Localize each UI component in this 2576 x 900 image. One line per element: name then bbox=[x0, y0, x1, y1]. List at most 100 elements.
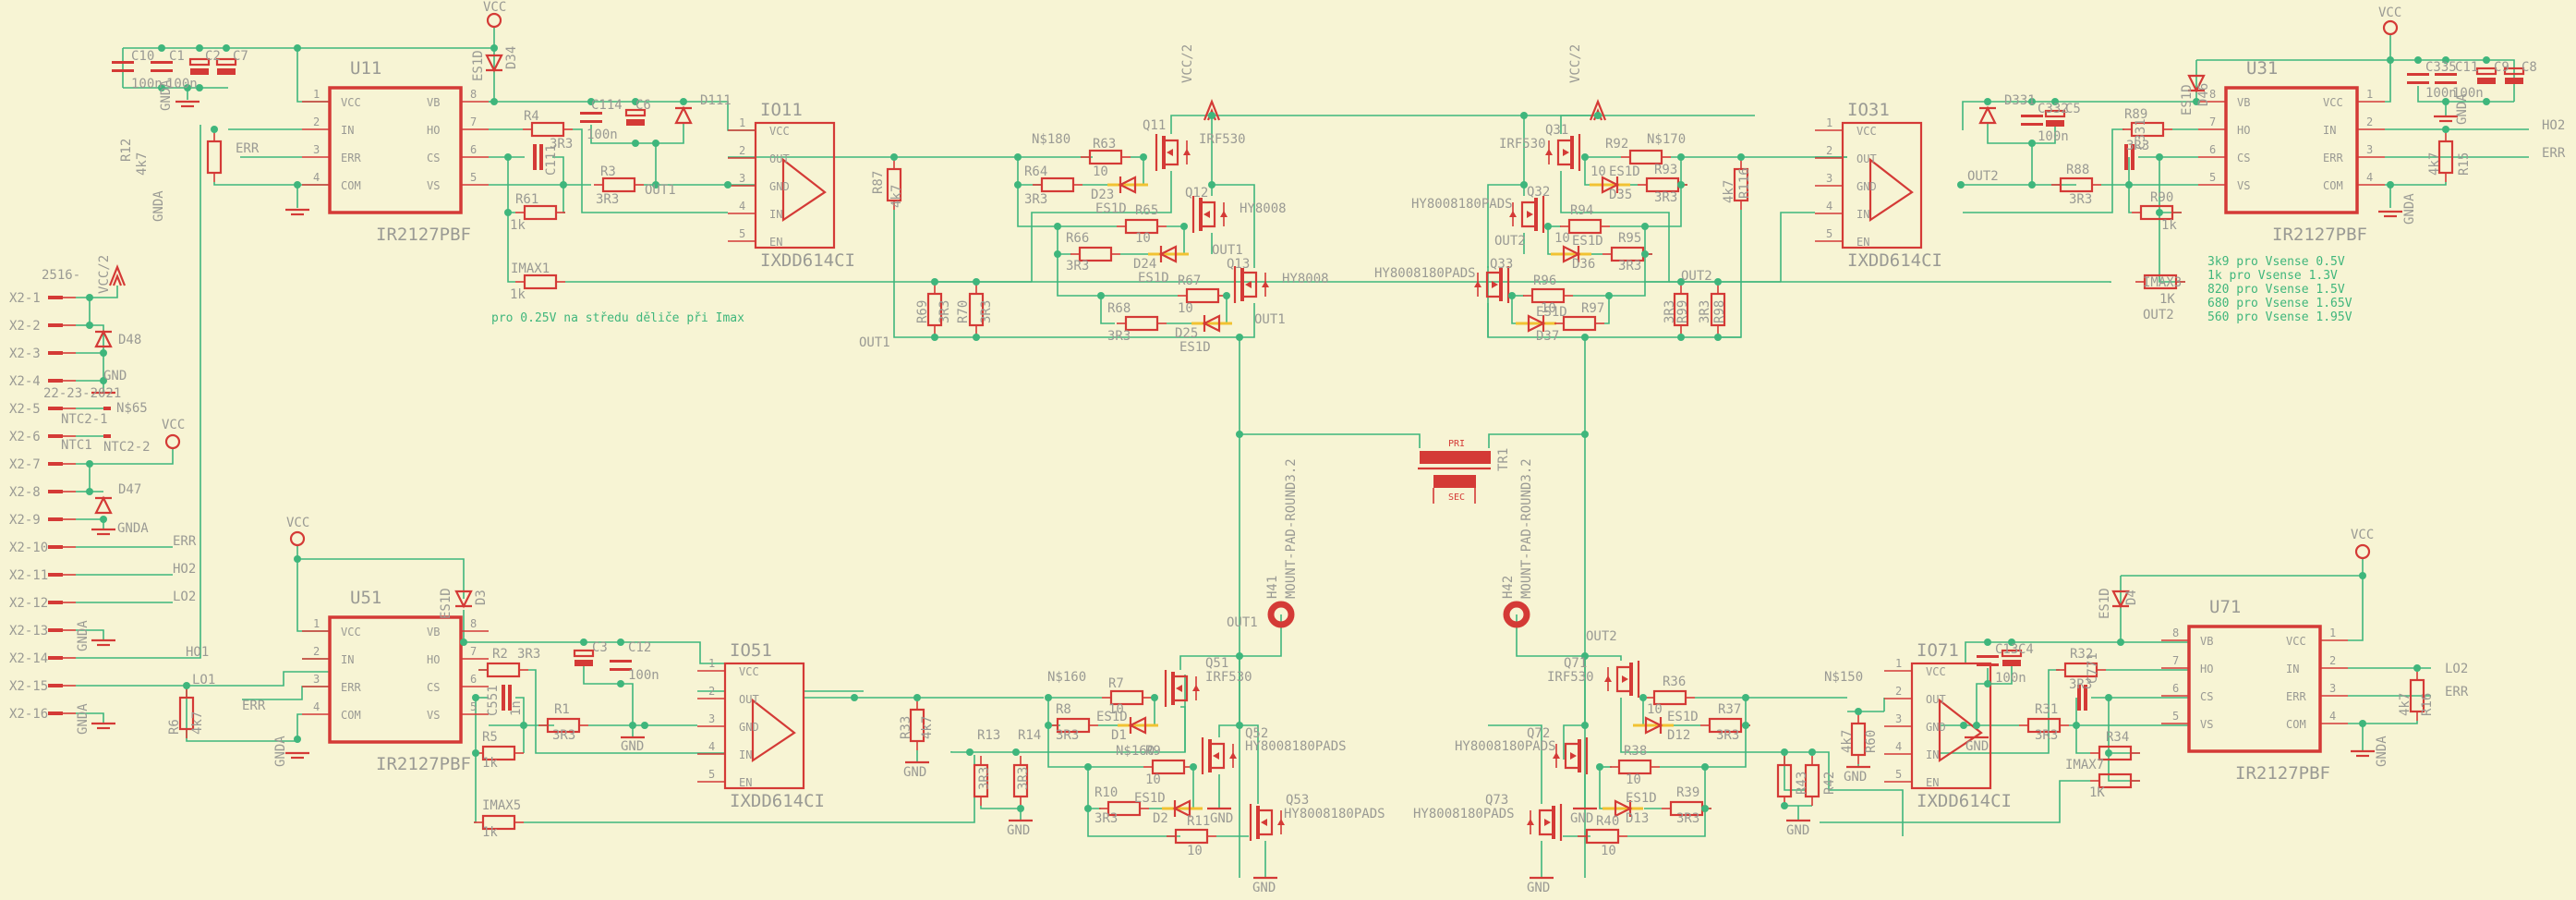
pin-name: IN bbox=[341, 653, 354, 666]
electrolytic-cap-icon bbox=[2503, 67, 2525, 76]
label-r11: R11 bbox=[1187, 814, 1210, 829]
junction-dot bbox=[587, 98, 595, 105]
label-q11v: IRF530 bbox=[1199, 132, 1246, 147]
mosfet-icon bbox=[1499, 268, 1503, 301]
label-q71: Q71 bbox=[1564, 656, 1587, 671]
gate-driver-IO11 bbox=[754, 121, 836, 249]
label-r61v: 1k bbox=[510, 218, 526, 233]
pin-number: 6 bbox=[470, 673, 477, 686]
label-c12: C12 bbox=[628, 640, 651, 655]
pin-name: GND bbox=[1856, 180, 1877, 193]
pin-name: CS bbox=[2200, 690, 2213, 703]
label-err-u51: ERR bbox=[242, 699, 266, 713]
label-imax3v: 1K bbox=[2159, 292, 2175, 307]
pin-number: 8 bbox=[470, 617, 477, 630]
connector-pin-label: X2-11 bbox=[9, 568, 48, 583]
junction-dot bbox=[1223, 292, 1230, 299]
junction-dot bbox=[617, 639, 624, 646]
electrolytic-cap-icon bbox=[2002, 660, 2021, 666]
label-c7: C7 bbox=[233, 49, 248, 64]
pin-name: IN bbox=[2323, 124, 2336, 137]
wire bbox=[2128, 185, 2132, 213]
wire bbox=[242, 686, 330, 700]
resistor-icon bbox=[523, 274, 558, 290]
label-imax5v: 1k bbox=[482, 825, 498, 840]
wire bbox=[1627, 809, 1706, 837]
label-r10v: 3R3 bbox=[1094, 811, 1118, 826]
junction-dot bbox=[931, 278, 938, 286]
label-r61: R61 bbox=[515, 192, 538, 207]
wire bbox=[1516, 614, 1585, 657]
label-q73: Q73 bbox=[1485, 793, 1508, 808]
wire bbox=[213, 182, 330, 186]
junction-dot bbox=[158, 84, 165, 91]
junction-dot bbox=[100, 516, 107, 523]
pin-name: CS bbox=[427, 681, 440, 694]
wire bbox=[474, 753, 477, 823]
connector-pin-label: X2-12 bbox=[9, 596, 48, 611]
junction-dot bbox=[1520, 112, 1528, 119]
wire bbox=[2108, 753, 2140, 782]
junction-dot bbox=[1581, 153, 1589, 161]
vcc-half-supply-icon bbox=[1589, 99, 1607, 121]
pin-number: 5 bbox=[470, 171, 477, 184]
mosfet-icon bbox=[1258, 809, 1274, 836]
junction-dot bbox=[472, 694, 479, 701]
capacitor-icon bbox=[2077, 685, 2081, 711]
diode-icon bbox=[94, 495, 113, 515]
label-out1-b: OUT1 bbox=[859, 335, 890, 350]
diode-icon bbox=[1128, 716, 1147, 735]
wire bbox=[76, 352, 104, 382]
pin-number: 2 bbox=[313, 116, 320, 128]
capacitor-icon bbox=[2021, 115, 2043, 117]
connector-pin-label: X2-2 bbox=[9, 319, 41, 334]
junction-dot bbox=[504, 209, 512, 216]
junction-dot bbox=[2193, 98, 2200, 105]
junction-dot bbox=[1677, 181, 1685, 189]
label-imax7: IMAX7 bbox=[2065, 758, 2104, 772]
diode-icon bbox=[94, 329, 113, 348]
wire bbox=[528, 669, 725, 754]
label-gnda-u51: GNDA bbox=[273, 736, 288, 767]
pin-name: IN bbox=[739, 748, 752, 761]
label-r90v: 1k bbox=[2161, 218, 2177, 233]
junction-dot bbox=[1544, 223, 1552, 230]
junction-dot bbox=[632, 98, 639, 105]
pin-number: 1 bbox=[708, 657, 715, 670]
label-n1: NTC1 bbox=[61, 438, 92, 453]
junction-dot bbox=[100, 349, 107, 357]
label-r98: R98 bbox=[1712, 300, 1727, 323]
pin-number: 6 bbox=[2172, 682, 2179, 695]
junction-dot bbox=[1140, 153, 1147, 161]
junction-dot bbox=[1960, 722, 1967, 729]
wire bbox=[1780, 212, 1815, 282]
mosfet-icon bbox=[1240, 268, 1244, 301]
junction-dot bbox=[2359, 720, 2366, 727]
label-r9v: 10 bbox=[1145, 772, 1161, 787]
label-d: D48 bbox=[118, 333, 141, 347]
junction-dot bbox=[2073, 722, 2080, 729]
buffer-icon bbox=[751, 698, 796, 763]
wire bbox=[1585, 655, 1622, 661]
label-c8: C8 bbox=[2522, 60, 2537, 75]
label-vsense2: 820 pro Vsense 1.5V bbox=[2207, 283, 2345, 297]
label-r14v: 3R3 bbox=[1016, 767, 1031, 790]
mosfet-icon bbox=[1256, 806, 1260, 839]
mosfet-icon bbox=[1203, 211, 1210, 218]
pin-name: VB bbox=[2200, 635, 2213, 648]
label-imax1: IMAX1 bbox=[511, 261, 550, 276]
label-c114: C114 bbox=[591, 98, 623, 113]
vcc-half-supply-icon bbox=[112, 274, 123, 286]
label-r97: R97 bbox=[1581, 301, 1604, 316]
wire bbox=[1573, 254, 1646, 297]
pin-number: 7 bbox=[2172, 654, 2179, 667]
capacitor-icon bbox=[1977, 655, 1999, 658]
chip-ref: U31 bbox=[2246, 58, 2278, 79]
gate-ref: IO71 bbox=[1917, 640, 1959, 661]
label-h1: HO1 bbox=[186, 645, 209, 660]
pin-number: 1 bbox=[1895, 657, 1902, 670]
wire bbox=[1511, 296, 1524, 324]
pin-name: HO bbox=[2237, 124, 2250, 137]
label-c10v: 100n bbox=[131, 77, 163, 91]
junction-dot bbox=[966, 748, 974, 756]
